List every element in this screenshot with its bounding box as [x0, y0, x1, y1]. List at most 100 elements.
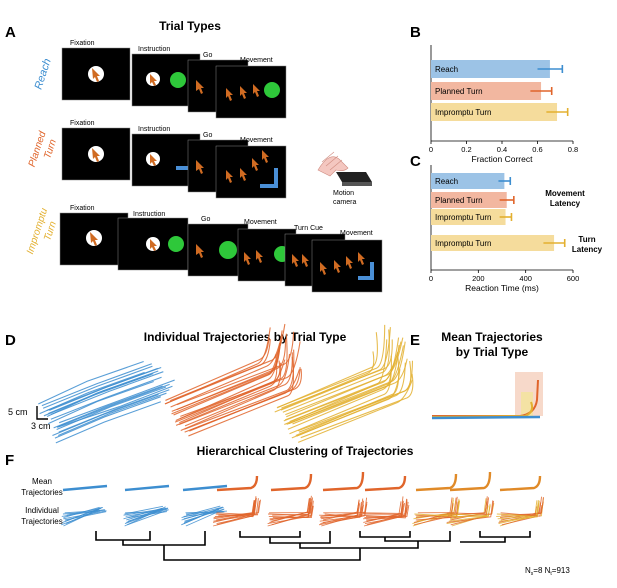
trajectory [496, 500, 539, 517]
cluster-trajectories [61, 471, 544, 527]
x-axis-label: Fraction Correct [472, 154, 534, 164]
tick-label: 0.6 [532, 145, 542, 154]
trajectory [298, 360, 414, 433]
bar-label: Impromptu Turn [435, 213, 491, 222]
bar-label: Impromptu Turn [435, 108, 491, 117]
trajectory [179, 333, 288, 420]
frame-label: Instruction [138, 46, 170, 53]
trajectory [184, 508, 225, 522]
frame-label: Turn Cue [294, 225, 323, 232]
mean-trajectory [322, 471, 365, 492]
trajectory [190, 368, 302, 431]
scale-y-label: 5 cm [8, 407, 28, 417]
trajectory [449, 498, 487, 520]
bar [431, 173, 505, 189]
trajectory [51, 371, 164, 415]
mean-trajectory [124, 484, 170, 492]
dendrogram [95, 531, 531, 561]
bar [431, 82, 542, 100]
panel-d-title: Individual Trajectories by Trial Type [144, 330, 347, 344]
trajectory [125, 511, 164, 514]
row-label-mean-2: Trajectories [21, 488, 63, 497]
trajectory [127, 508, 168, 522]
panel-b-letter: B [410, 24, 421, 41]
mean-trajectory [270, 473, 313, 492]
bar-label: Planned Turn [435, 87, 483, 96]
row-label-reach: Reach [33, 57, 54, 91]
trajectory [215, 504, 256, 518]
trajectory [365, 504, 410, 521]
trajectory [214, 500, 260, 517]
trajectory [189, 367, 301, 432]
trajectory [285, 337, 404, 416]
frame-label: Movement [240, 57, 273, 64]
bar [431, 192, 507, 208]
mean-trajectory [449, 471, 492, 492]
mean-trajectory [499, 475, 542, 492]
bar-label: Reach [435, 177, 458, 186]
trajectory [50, 376, 162, 420]
motion-camera-icon: Motion camera [317, 151, 372, 206]
tick-label: 0.8 [568, 145, 578, 154]
trajectory [57, 383, 170, 428]
trajectory [286, 341, 402, 418]
group-label-turn-1: Turn [578, 235, 595, 244]
frame-label: Movement [244, 219, 277, 226]
panel-a-title: Trial Types [159, 19, 221, 33]
trajectory [54, 396, 161, 439]
trajectory [284, 339, 388, 425]
panel-c-letter: C [410, 153, 421, 170]
planned-frames: Fixation Instruction Go Movement [61, 120, 287, 199]
trajectory [165, 327, 271, 405]
trajectory [292, 358, 408, 425]
impromptu-frames: Fixation Instruction Go Movement Turn Cu… [59, 205, 383, 293]
tick-label: 600 [567, 274, 580, 283]
trajectory [58, 389, 170, 433]
mean-trajectory [364, 475, 407, 492]
trajectory [64, 509, 106, 514]
mean-trajectory [415, 473, 458, 492]
bar [431, 209, 506, 225]
trajectory [58, 392, 167, 437]
trajectory [277, 324, 386, 408]
mean-trajectory [62, 484, 108, 492]
mean-trajectory [182, 484, 228, 492]
tick-label: 0 [429, 274, 433, 283]
trajectory [271, 497, 313, 526]
tick-label: 400 [519, 274, 532, 283]
trajectory [56, 386, 167, 431]
panel-f-title: Hierarchical Clustering of Trajectories [197, 444, 414, 458]
trajectory [179, 360, 281, 424]
frame-label: Fixation [70, 205, 95, 212]
trajectory [188, 356, 294, 437]
bar-label: Reach [435, 65, 458, 74]
frame-label: Fixation [70, 40, 95, 47]
trajectory [180, 362, 282, 432]
trajectory [269, 498, 313, 514]
panel-a-letter: A [5, 24, 16, 41]
trajectory [296, 362, 406, 437]
trajectory [276, 332, 378, 409]
frame-label: Go [201, 216, 210, 223]
trajectory [289, 355, 392, 435]
trajectory [291, 369, 401, 439]
trajectory [446, 500, 494, 523]
trajectory [449, 503, 491, 518]
footnote: Ns=8 Nt=913 [525, 566, 570, 577]
bar [431, 103, 558, 121]
trajectory [128, 511, 168, 519]
row-label-indiv-1: Individual [25, 506, 59, 515]
trajectory [216, 499, 261, 521]
trajectory [185, 511, 224, 514]
frame-label: Instruction [138, 126, 170, 133]
trajectory [58, 379, 175, 424]
trajectory [38, 361, 144, 405]
reach-frames: Fixation Instruction Go Movement [61, 40, 287, 119]
tick-label: 0.4 [497, 145, 507, 154]
scale-x-label: 3 cm [31, 421, 51, 431]
trajectory [363, 503, 405, 515]
individual-trajectories [38, 323, 414, 444]
trajectory [500, 504, 543, 517]
